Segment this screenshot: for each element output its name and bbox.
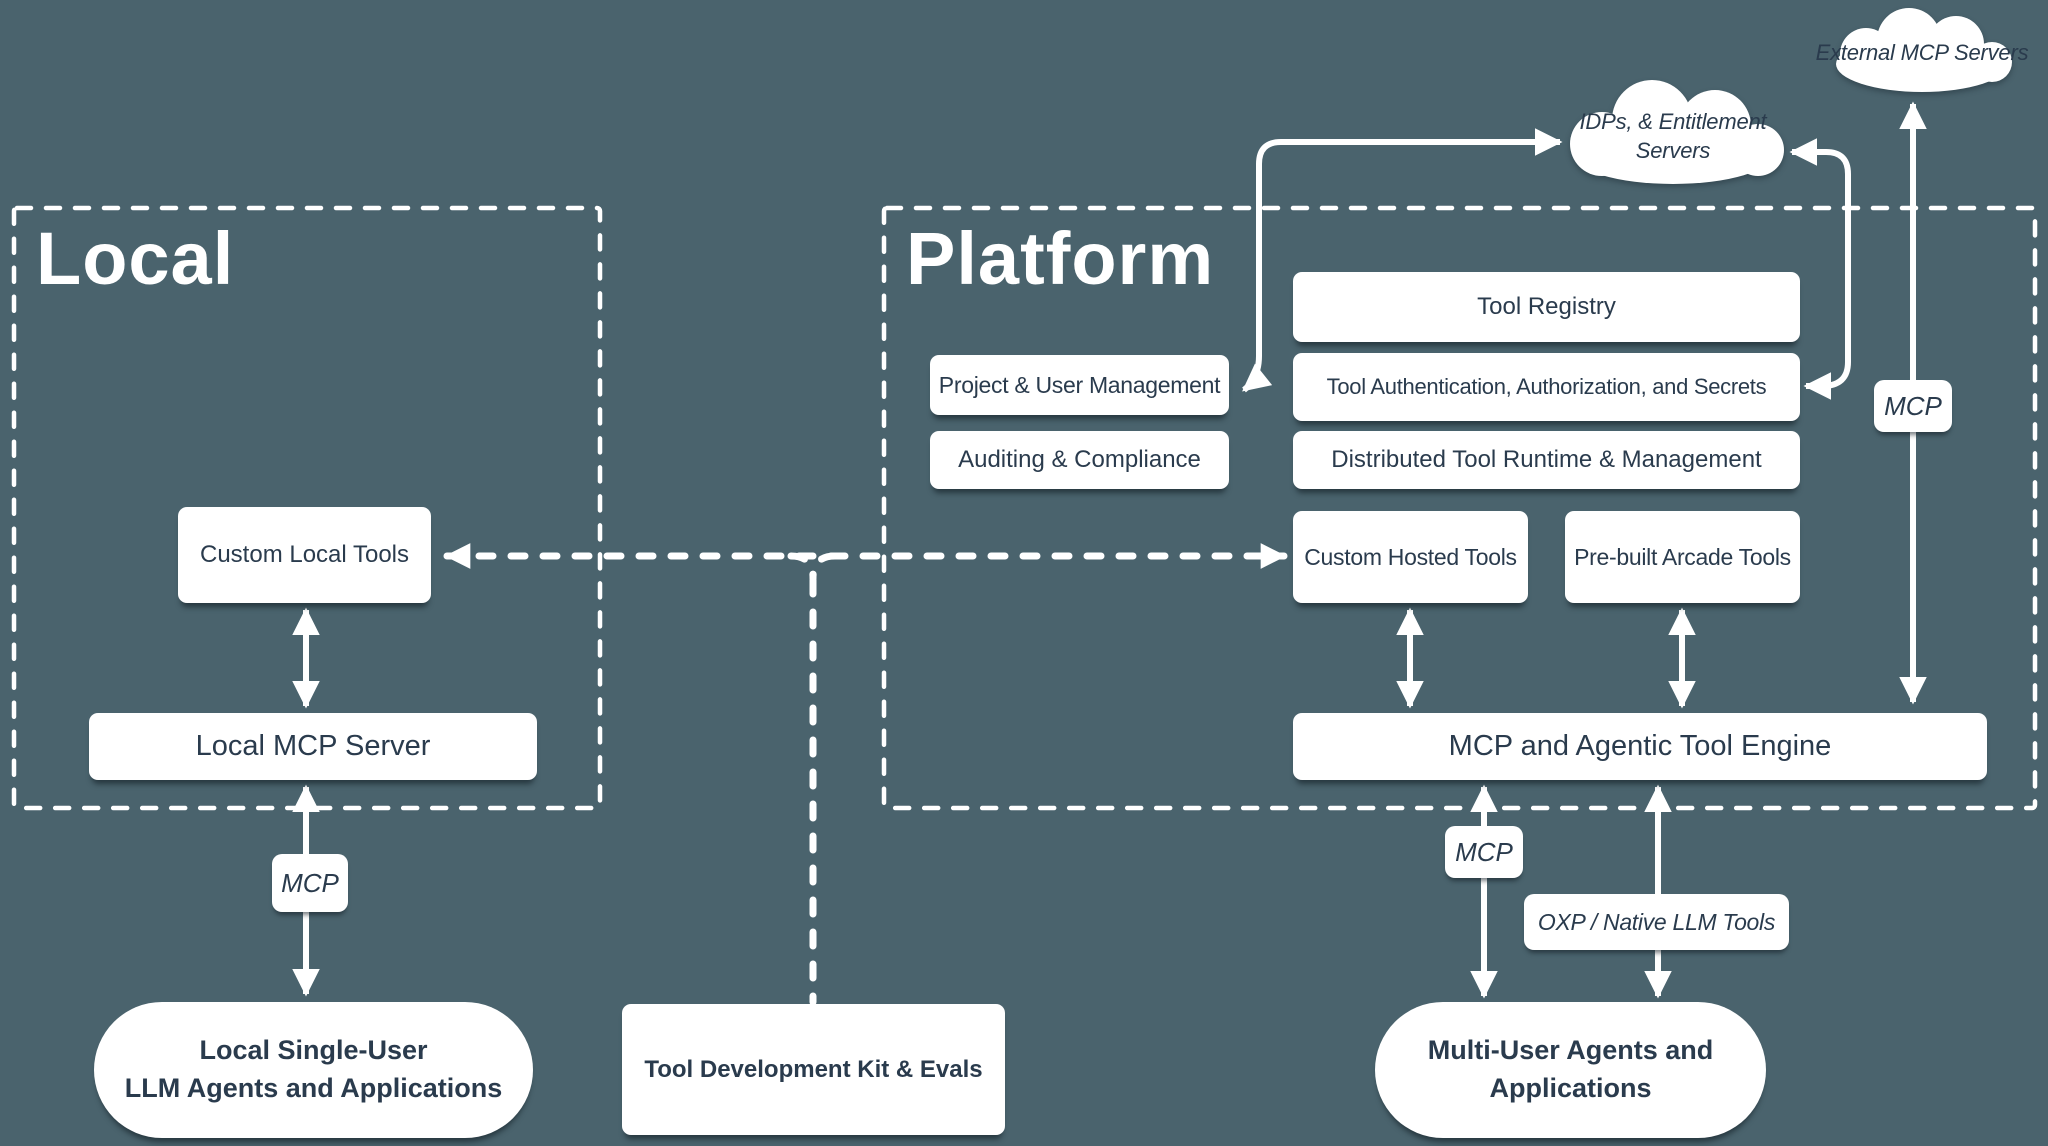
- edge-label-mcp-local: MCP: [272, 854, 348, 912]
- node-project-user-management: Project & User Management: [930, 355, 1229, 415]
- node-tool-registry: Tool Registry: [1293, 272, 1800, 342]
- edge-tdk-branch-curve-right: [809, 552, 839, 582]
- node-tool-authentication: Tool Authentication, Authorization, and …: [1293, 353, 1800, 421]
- edge-label-oxp-native-llm-tools: OXP / Native LLM Tools: [1524, 894, 1789, 950]
- node-prebuilt-arcade-tools: Pre-built Arcade Tools: [1565, 511, 1800, 603]
- cloud-external-mcp-servers: External MCP Servers: [1814, 6, 2030, 100]
- node-multi-user-agents: Multi-User Agents and Applications: [1375, 1002, 1766, 1138]
- edge-label-mcp-engine: MCP: [1445, 826, 1523, 878]
- node-tool-development-kit: Tool Development Kit & Evals: [622, 1004, 1005, 1135]
- pill-line: Local Single-User: [199, 1035, 428, 1066]
- cloud-shape: [1836, 8, 2012, 92]
- node-local-mcp-server: Local MCP Server: [89, 713, 537, 780]
- cloud-idps-label: IDPs, & Entitlement Servers: [1579, 109, 1767, 163]
- node-auditing-compliance: Auditing & Compliance: [930, 431, 1229, 489]
- node-custom-hosted-tools: Custom Hosted Tools: [1293, 511, 1528, 603]
- node-distributed-tool-runtime: Distributed Tool Runtime & Management: [1293, 431, 1800, 489]
- cloud-external-label: External MCP Servers: [1815, 39, 2029, 65]
- pill-line: Multi-User Agents and: [1427, 1035, 1714, 1066]
- node-mcp-agentic-tool-engine: MCP and Agentic Tool Engine: [1293, 713, 1987, 780]
- platform-region-border: [881, 205, 2038, 811]
- edge-label-mcp-external: MCP: [1874, 380, 1952, 432]
- edge-tool-auth-to-idps-cloud: [1789, 138, 1851, 400]
- cloud-idps-entitlement-servers: IDPs, & Entitlement Servers: [1540, 78, 1806, 196]
- platform-region-title: Platform: [906, 217, 1215, 300]
- node-local-single-user-agents: Local Single-User LLM Agents and Applica…: [94, 1002, 533, 1138]
- edge-project-mgmt-to-idps-cloud: [1242, 128, 1563, 393]
- local-region-title: Local: [36, 217, 235, 300]
- node-custom-local-tools: Custom Local Tools: [178, 507, 431, 603]
- pill-line: Applications: [1489, 1073, 1652, 1103]
- local-region-border: [11, 205, 603, 811]
- cloud-shape: [1570, 80, 1784, 184]
- pill-line: LLM Agents and Applications: [124, 1073, 503, 1103]
